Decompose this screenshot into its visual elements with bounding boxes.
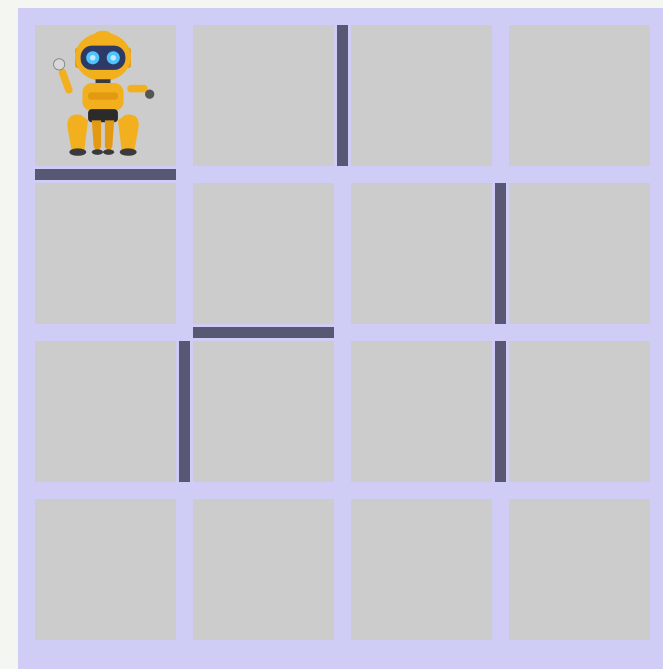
maze-cell-r1-c1 (193, 183, 334, 324)
wall-vertical-2 (495, 183, 506, 324)
maze-cell-r3-c2 (351, 499, 492, 640)
maze-cell-r2-c1 (193, 341, 334, 482)
maze-cell-r0-c3 (509, 25, 650, 166)
wall-horizontal-0 (35, 169, 176, 180)
maze-cell-r1-c3 (509, 183, 650, 324)
maze-cell-r1-c0 (35, 183, 176, 324)
maze-cell-r2-c2 (351, 341, 492, 482)
maze-cell-r0-c2 (351, 25, 492, 166)
wall-horizontal-3 (193, 327, 334, 338)
wall-vertical-1 (337, 25, 348, 166)
maze-cell-r3-c3 (509, 499, 650, 640)
wall-vertical-4 (179, 341, 190, 482)
maze-cell-r1-c2 (351, 183, 492, 324)
robot-icon (47, 27, 159, 167)
maze-cell-r0-c1 (193, 25, 334, 166)
maze-board (18, 8, 663, 669)
maze-cell-r3-c1 (193, 499, 334, 640)
maze-cell-r2-c0 (35, 341, 176, 482)
maze-cell-r3-c0 (35, 499, 176, 640)
wall-vertical-5 (495, 341, 506, 482)
maze-cell-r2-c3 (509, 341, 650, 482)
